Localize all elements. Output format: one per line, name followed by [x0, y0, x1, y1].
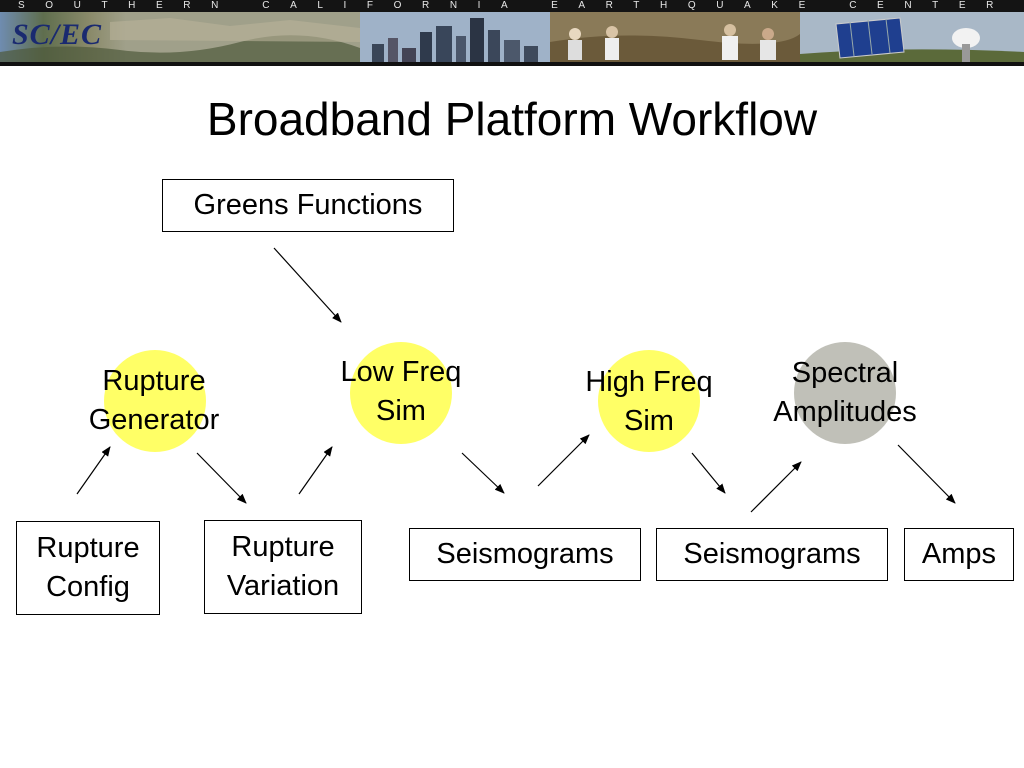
arrow-lowfreq-to-seismograms — [461, 452, 505, 494]
seismograms-label-1: Seismograms — [436, 537, 614, 570]
rupture-generator-line1: Rupture — [102, 365, 206, 397]
rupture-config-line1: Rupture — [36, 531, 140, 564]
spectral-circle — [794, 342, 896, 444]
arrow-spectral-to-amps — [897, 444, 956, 504]
spectral-line2: Amplitudes — [773, 396, 917, 429]
banner-divider — [0, 62, 1024, 66]
high-freq-line1: High Freq — [585, 366, 713, 398]
arrow-seismograms-to-spectral — [750, 461, 802, 513]
rupture-generator-label: Rupture Generator — [54, 362, 254, 440]
low-freq-line1: Low Freq — [340, 356, 462, 388]
page-title: Broadband Platform Workflow — [206, 93, 818, 145]
rupture-generator-circle — [104, 350, 206, 452]
arrow-highfreq-to-seismograms — [691, 452, 726, 494]
high-freq-label: High Freq Sim — [549, 363, 749, 441]
banner-photo — [0, 12, 1024, 66]
rupture-variation-line2: Variation — [226, 570, 340, 602]
spectral-line1: Spectral — [791, 357, 899, 389]
greens-functions-label: Greens Functions — [193, 188, 423, 221]
scec-logo: SC/EC — [12, 18, 103, 51]
low-freq-circle — [350, 342, 452, 444]
header-banner: SOUTHERN CALIFORNIA EARTHQUAKE CENTER SC… — [0, 0, 1024, 66]
high-freq-circle — [598, 350, 700, 452]
spectral-label: Spectral Amplitudes — [735, 354, 955, 432]
seismograms-box-1: Seismograms — [409, 528, 641, 581]
low-freq-label: Low Freq Sim — [301, 353, 501, 431]
greens-functions-box: Greens Functions — [162, 179, 454, 232]
arrow-config-to-generator — [76, 446, 111, 495]
amps-box: Amps — [904, 528, 1014, 581]
banner-strip — [0, 0, 1024, 12]
low-freq-line2: Sim — [376, 395, 426, 428]
amps-label: Amps — [921, 537, 997, 570]
rupture-config-line2: Config — [46, 571, 130, 603]
arrow-seismograms-to-highfreq — [537, 434, 590, 487]
high-freq-line2: Sim — [624, 405, 674, 438]
rupture-variation-box: Rupture Variation — [204, 520, 362, 614]
rupture-variation-line1: Rupture — [231, 530, 335, 563]
seismograms-label-2: Seismograms — [683, 537, 861, 570]
seismograms-box-2: Seismograms — [656, 528, 888, 581]
arrow-greens-to-lowfreq — [273, 247, 342, 323]
rupture-config-box: Rupture Config — [16, 521, 160, 615]
rupture-generator-line2: Generator — [88, 404, 220, 437]
arrow-variation-to-lowfreq — [298, 446, 333, 495]
arrow-generator-to-variation — [196, 452, 247, 504]
banner-title: SOUTHERN CALIFORNIA EARTHQUAKE CENTER — [18, 0, 1014, 11]
